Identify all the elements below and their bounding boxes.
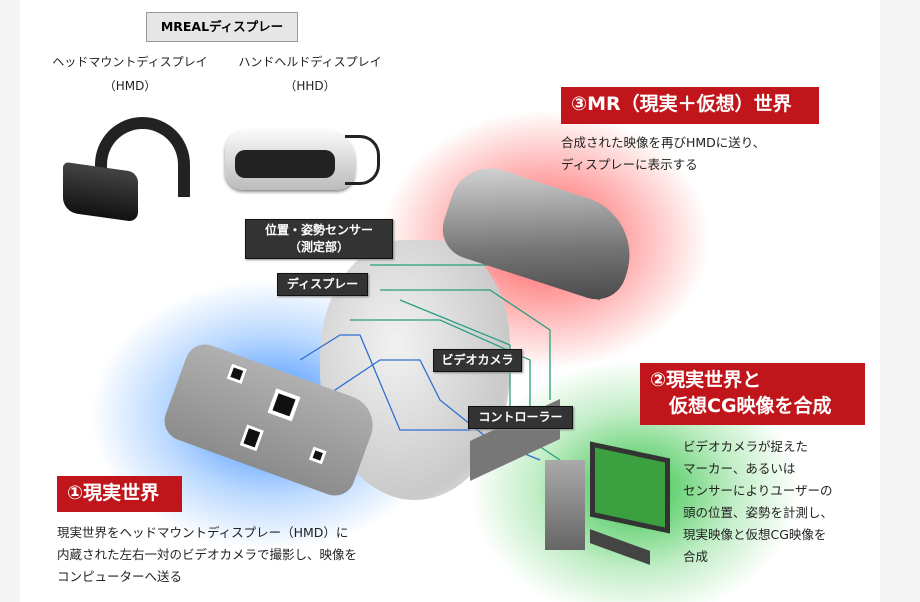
mreal-display-header: MREALディスプレー xyxy=(146,12,298,42)
controller-label: コントローラー xyxy=(468,406,573,429)
hmd-device-image xyxy=(60,112,200,223)
section-2-title: ②現実世界と 仮想CG映像を合成 xyxy=(640,363,865,425)
sensor-label: 位置・姿勢センサー （測定部） xyxy=(245,219,393,259)
mr-diagram: MREALディスプレー ヘッドマウントディスプレイ （HMD） ハンドヘルドディ… xyxy=(20,0,880,602)
hmd-caption: ヘッドマウントディスプレイ （HMD） xyxy=(52,55,208,93)
hhd-caption: ハンドヘルドディスプレイ （HHD） xyxy=(238,55,382,93)
section-2-desc: ビデオカメラが捉えた マーカー、あるいは センサーによりユーザーの 頭の位置、姿… xyxy=(683,439,834,564)
section-1-title: ①現実世界 xyxy=(57,476,182,512)
section-3-desc: 合成された映像を再びHMDに送り、 ディスプレーに表示する xyxy=(561,135,766,172)
section-3-title: ③MR（現実＋仮想）世界 xyxy=(561,87,819,124)
computer-image xyxy=(545,440,675,580)
hhd-device-image xyxy=(225,125,385,195)
section-1-desc: 現実世界をヘッドマウントディスプレー（HMD）に 内蔵された左右一対のビデオカメ… xyxy=(57,525,358,584)
display-label: ディスプレー xyxy=(277,273,368,296)
video-camera-label: ビデオカメラ xyxy=(433,349,522,372)
